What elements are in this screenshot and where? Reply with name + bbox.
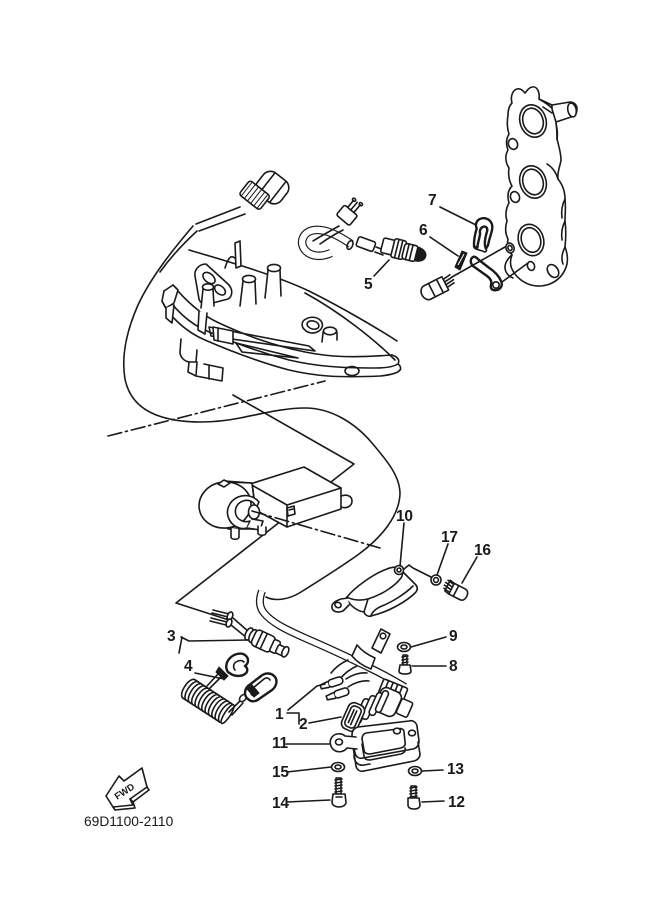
svg-text:5: 5 — [364, 276, 373, 293]
svg-text:1: 1 — [275, 706, 284, 723]
svg-text:9: 9 — [449, 628, 458, 645]
svg-text:6: 6 — [419, 222, 428, 239]
svg-text:17: 17 — [441, 529, 458, 546]
svg-text:13: 13 — [447, 761, 464, 778]
svg-text:69D1100-2110: 69D1100-2110 — [84, 814, 174, 829]
svg-text:14: 14 — [272, 795, 289, 812]
svg-text:7: 7 — [428, 192, 436, 209]
svg-text:15: 15 — [272, 764, 289, 781]
svg-text:16: 16 — [474, 542, 491, 559]
svg-text:8: 8 — [449, 658, 458, 675]
svg-text:4: 4 — [184, 658, 193, 675]
svg-text:11: 11 — [272, 735, 288, 752]
svg-text:3: 3 — [167, 628, 176, 645]
svg-text:2: 2 — [299, 716, 307, 733]
svg-text:12: 12 — [448, 794, 465, 811]
svg-text:10: 10 — [396, 508, 413, 525]
